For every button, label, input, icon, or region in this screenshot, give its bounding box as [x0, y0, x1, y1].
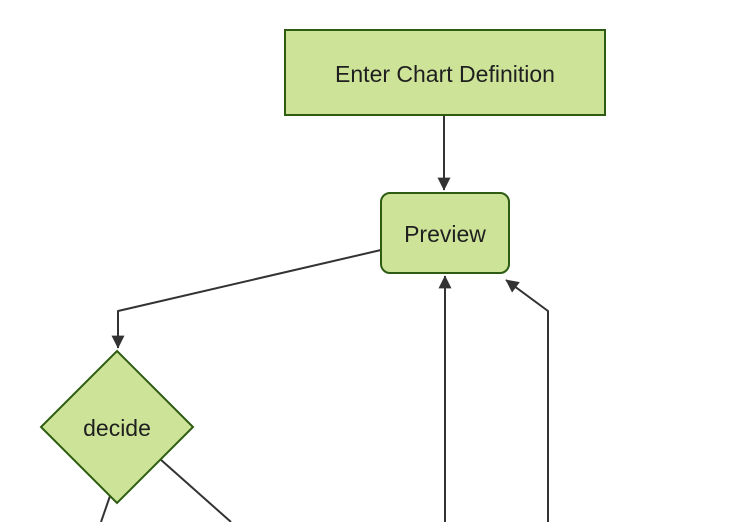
diamond-shape [39, 349, 195, 505]
rectangle-shape [284, 29, 606, 116]
node-decide: decide [39, 349, 195, 505]
node-label-enter-chart-definition: Enter Chart Definition [335, 61, 555, 87]
edge-offscreen-right-to-preview [505, 279, 549, 522]
rounded-rectangle-shape [380, 192, 510, 274]
edge-decide-to-offscreen-left [100, 495, 111, 522]
edge-preview-to-decide [111, 249, 382, 349]
node-label-preview: Preview [404, 221, 486, 247]
node-label-decide: decide [83, 415, 151, 441]
node-enter-chart-definition: Enter Chart Definition [284, 29, 606, 116]
edge-group [100, 115, 549, 522]
node-preview: Preview [380, 192, 510, 274]
edge-decide-to-offscreen-right [159, 458, 232, 522]
